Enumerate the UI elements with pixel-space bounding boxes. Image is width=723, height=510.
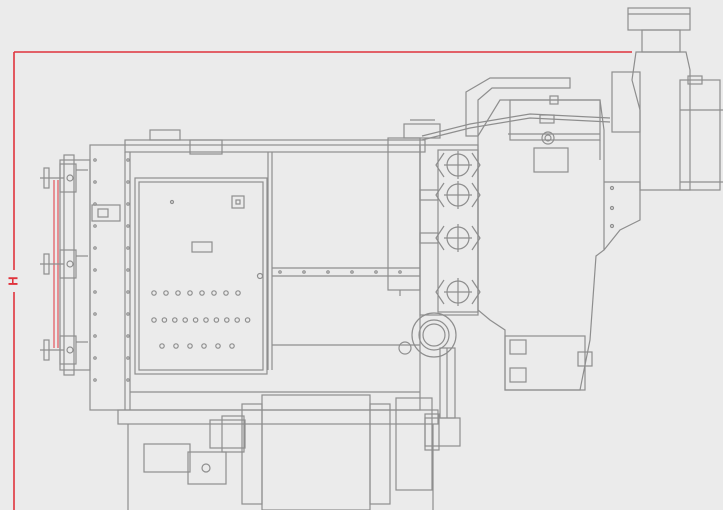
housing-base-rail — [117, 409, 439, 425]
base-equipment — [143, 394, 461, 510]
hinges — [40, 163, 88, 365]
rivet-hole — [187, 290, 193, 296]
hopper — [477, 99, 641, 391]
housing-top-rail — [124, 139, 426, 153]
door-outline — [134, 177, 268, 375]
rivet-hole — [211, 290, 217, 296]
rivet-hole — [235, 290, 241, 296]
rivet-hole — [234, 317, 241, 323]
rivet-hole — [182, 317, 189, 323]
housing-rivets — [93, 158, 402, 382]
exhaust-duct — [421, 77, 611, 141]
door-label-plate — [191, 241, 213, 253]
fan-inlet — [611, 71, 641, 133]
pump-unit — [187, 451, 227, 485]
rivet-hole — [199, 290, 205, 296]
rivet-hole — [151, 290, 157, 296]
left-hinge-column — [40, 154, 121, 376]
rivet-hole — [224, 317, 230, 323]
rivet-hole — [187, 343, 193, 349]
rivet-hole — [175, 290, 181, 296]
rivet-hole — [203, 317, 209, 323]
hopper-outlet — [603, 181, 641, 251]
motor-left — [209, 419, 246, 449]
top-hatch — [189, 139, 223, 155]
control-door — [134, 177, 268, 375]
rivet-hole — [159, 343, 165, 349]
machine — [40, 7, 723, 510]
hinge-latch — [91, 204, 121, 222]
top-bracket-left — [149, 129, 181, 141]
rivet-hole — [229, 343, 235, 349]
rivet-hole — [215, 343, 221, 349]
hopper-door — [504, 335, 586, 391]
rivet-hole — [172, 317, 178, 323]
rivet-hole — [161, 317, 168, 323]
inlet-pipe-inner — [418, 319, 450, 351]
door-lock — [231, 195, 245, 209]
hopper-outline — [477, 99, 605, 391]
rivet-hole — [151, 317, 157, 323]
fan-stack — [611, 7, 723, 191]
dimension-label-backdrop — [6, 270, 22, 292]
valves — [419, 151, 481, 306]
inlet-pipe-outer — [411, 312, 457, 358]
rivet-hole — [244, 317, 251, 323]
rivet-hole — [173, 343, 179, 349]
rivet-hole — [213, 317, 220, 323]
duct-elbow — [465, 77, 571, 137]
motor-stand-right — [395, 397, 433, 491]
rivet-hole — [192, 317, 199, 323]
rivet-hole — [223, 290, 229, 296]
dimension-label: H — [5, 276, 20, 285]
hopper-nameplate — [533, 147, 569, 173]
fan-body — [631, 51, 691, 191]
door-rivet-holes — [151, 290, 251, 349]
valve-column — [398, 144, 481, 419]
junction-box — [143, 443, 191, 473]
rivet-hole — [163, 290, 169, 296]
motor-housing — [679, 79, 721, 191]
rivet-hole — [201, 343, 207, 349]
